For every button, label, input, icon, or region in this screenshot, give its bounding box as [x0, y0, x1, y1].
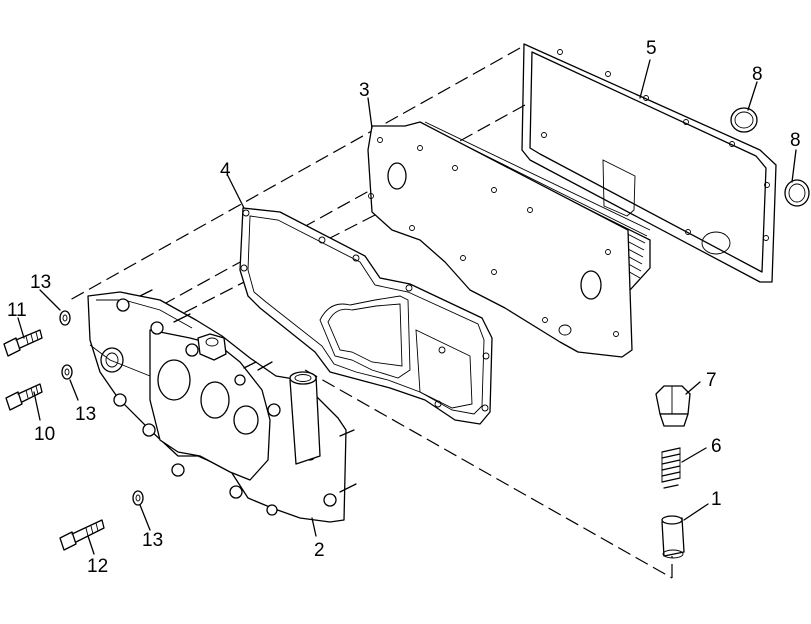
- bolt-part-10: [5, 383, 43, 411]
- spring-part-6: [661, 447, 681, 489]
- o-ring-part-8-upper: [730, 107, 758, 133]
- washer-part-13-upper: [59, 310, 71, 326]
- callout-10: 10: [34, 424, 55, 445]
- oil-cooler-element-part-3: [367, 121, 651, 358]
- callout-12: 12: [87, 556, 108, 577]
- washer-part-13-lower: [132, 490, 144, 506]
- callout-labels: 1 2 3 4 5 6 7 8 8 10 11 12 13 13 13: [7, 38, 801, 577]
- housing-studs: [139, 289, 357, 493]
- valve-part-1: [661, 515, 685, 559]
- callout-13-upper: 13: [30, 272, 51, 293]
- callout-3: 3: [359, 80, 370, 101]
- callout-7: 7: [706, 370, 717, 391]
- callout-8-upper: 8: [752, 64, 763, 85]
- outer-gasket-part-5: [521, 43, 777, 283]
- callout-11: 11: [7, 300, 27, 321]
- alignment-lines: [69, 47, 673, 579]
- callout-13-middle: 13: [75, 404, 96, 425]
- bolt-part-11: [3, 329, 43, 357]
- callout-13-lower: 13: [142, 530, 163, 551]
- bolt-part-12: [59, 519, 105, 551]
- callout-8-lower: 8: [790, 130, 801, 151]
- plug-part-7: [655, 385, 691, 427]
- washer-part-13-middle: [61, 364, 73, 380]
- cooler-housing-part-2: [87, 289, 357, 523]
- callout-5: 5: [646, 38, 657, 59]
- gasket-part-4: [239, 207, 493, 425]
- callout-2: 2: [314, 540, 325, 561]
- callout-1: 1: [711, 489, 722, 510]
- leader-lines: [17, 59, 797, 555]
- callout-6: 6: [711, 436, 722, 457]
- o-ring-part-8-lower: [784, 179, 810, 207]
- callout-4: 4: [220, 160, 231, 181]
